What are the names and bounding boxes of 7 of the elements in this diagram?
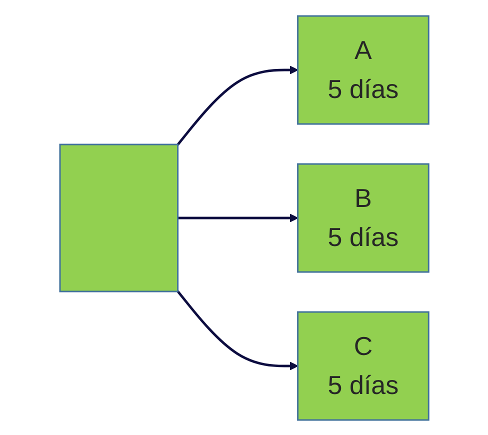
arrow xyxy=(176,290,298,370)
arrow xyxy=(176,65,298,145)
arrow xyxy=(177,213,298,222)
node-box: B 5 días xyxy=(296,162,430,272)
node-box: C 5 días xyxy=(296,310,430,420)
node-box xyxy=(58,143,178,292)
node-box: A 5 días xyxy=(296,14,430,124)
